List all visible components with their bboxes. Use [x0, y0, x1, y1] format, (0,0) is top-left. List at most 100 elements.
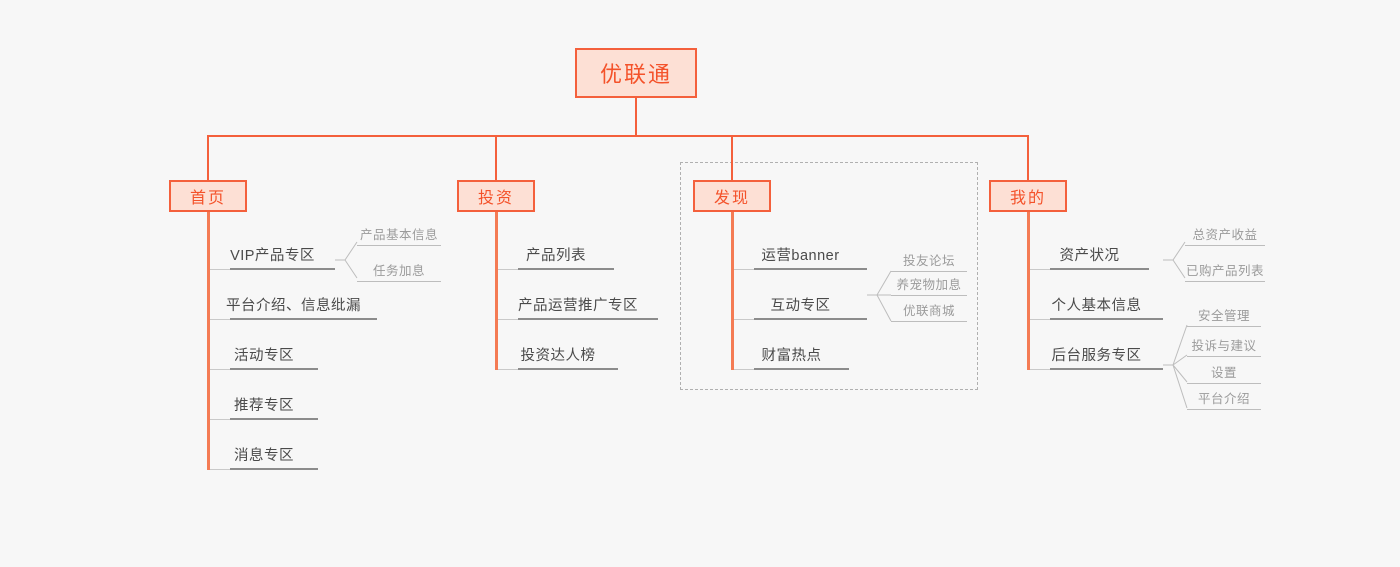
leaf-underline — [357, 281, 441, 282]
item-invest-2[interactable]: 投资达人榜 — [498, 340, 618, 370]
item-lead-line — [1030, 369, 1054, 370]
item-discover-2[interactable]: 财富热点 — [734, 340, 849, 370]
leaf-home-0-0[interactable]: 产品基本信息 — [357, 228, 441, 246]
item-discover-0[interactable]: 运营banner — [734, 240, 867, 270]
spine-mine — [1027, 212, 1030, 370]
item-label: 资产状况 — [1059, 248, 1120, 264]
fan-connector-mine-2 — [1163, 324, 1188, 409]
item-underline — [230, 418, 318, 420]
item-label: 财富热点 — [761, 348, 822, 364]
item-lead-line — [210, 269, 234, 270]
root-stem-line — [635, 98, 637, 135]
leaf-mine-2-0[interactable]: 安全管理 — [1187, 309, 1261, 327]
category-node-discover[interactable]: 发现 — [693, 180, 771, 212]
item-discover-1[interactable]: 互动专区 — [734, 290, 867, 320]
leaf-underline — [1187, 356, 1261, 357]
leaf-label: 安全管理 — [1197, 309, 1250, 323]
category-node-mine-label: 我的 — [1009, 190, 1046, 207]
item-underline — [230, 268, 335, 270]
item-underline — [518, 318, 658, 320]
item-label: 活动专区 — [234, 348, 294, 364]
category-node-discover-label: 发现 — [713, 190, 750, 207]
leaf-label: 设置 — [1210, 366, 1237, 380]
leaf-underline — [357, 245, 441, 246]
item-lead-line — [1030, 269, 1054, 270]
item-lead-line — [498, 269, 522, 270]
leaf-discover-1-0[interactable]: 投友论坛 — [891, 254, 967, 272]
fan-connector-mine-0 — [1163, 241, 1186, 279]
item-label: VIP产品专区 — [230, 248, 315, 264]
item-label: 投资达人榜 — [520, 348, 596, 364]
item-lead-line — [498, 369, 522, 370]
item-underline — [1050, 268, 1149, 270]
leaf-mine-2-1[interactable]: 投诉与建议 — [1187, 339, 1261, 357]
item-mine-0[interactable]: 资产状况 — [1030, 240, 1149, 270]
item-label: 消息专区 — [234, 448, 294, 464]
item-lead-line — [210, 319, 234, 320]
drop-line-invest — [495, 135, 497, 180]
drop-line-discover — [731, 135, 733, 180]
item-mine-1[interactable]: 个人基本信息 — [1030, 290, 1163, 320]
leaf-mine-0-0[interactable]: 总资产收益 — [1185, 228, 1265, 246]
leaf-label: 任务加息 — [372, 264, 425, 278]
item-lead-line — [734, 319, 758, 320]
category-node-home[interactable]: 首页 — [169, 180, 247, 212]
item-lead-line — [734, 269, 758, 270]
leaf-underline — [891, 271, 967, 272]
item-underline — [754, 268, 867, 270]
item-label: 平台介绍、信息纰漏 — [226, 298, 361, 314]
item-home-1[interactable]: 平台介绍、信息纰漏 — [210, 290, 377, 320]
leaf-mine-2-2[interactable]: 设置 — [1187, 366, 1261, 384]
leaf-label: 总资产收益 — [1192, 228, 1258, 242]
spine-home — [207, 212, 210, 470]
drop-line-mine — [1027, 135, 1029, 180]
category-bus-line — [208, 135, 1029, 137]
root-node-youliantong[interactable]: 优联通 — [575, 48, 697, 98]
leaf-underline — [1187, 409, 1261, 410]
item-invest-0[interactable]: 产品列表 — [498, 240, 614, 270]
item-home-0[interactable]: VIP产品专区 — [210, 240, 335, 270]
leaf-underline — [891, 295, 967, 296]
leaf-label: 平台介绍 — [1197, 392, 1250, 406]
leaf-label: 优联商城 — [902, 304, 955, 318]
leaf-underline — [1187, 326, 1261, 327]
leaf-mine-0-1[interactable]: 已购产品列表 — [1185, 264, 1265, 282]
item-label: 推荐专区 — [234, 398, 294, 414]
item-underline — [1050, 318, 1163, 320]
item-underline — [230, 318, 377, 320]
leaf-underline — [891, 321, 967, 322]
category-node-invest[interactable]: 投资 — [457, 180, 535, 212]
leaf-discover-1-2[interactable]: 优联商城 — [891, 304, 967, 322]
item-mine-2[interactable]: 后台服务专区 — [1030, 340, 1163, 370]
leaf-label: 已购产品列表 — [1185, 264, 1264, 278]
leaf-label: 养宠物加息 — [896, 278, 962, 292]
item-lead-line — [210, 419, 234, 420]
leaf-discover-1-1[interactable]: 养宠物加息 — [891, 278, 967, 296]
spine-invest — [495, 212, 498, 370]
category-node-mine[interactable]: 我的 — [989, 180, 1067, 212]
item-label: 个人基本信息 — [1051, 298, 1142, 314]
leaf-label: 产品基本信息 — [359, 228, 438, 242]
leaf-home-0-1[interactable]: 任务加息 — [357, 264, 441, 282]
item-label: 运营banner — [761, 248, 840, 264]
item-underline — [754, 368, 849, 370]
item-underline — [1050, 368, 1163, 370]
category-node-home-label: 首页 — [189, 190, 226, 207]
item-lead-line — [734, 369, 758, 370]
item-lead-line — [210, 369, 234, 370]
leaf-mine-2-3[interactable]: 平台介绍 — [1187, 392, 1261, 410]
leaf-label: 投诉与建议 — [1191, 339, 1257, 353]
item-underline — [230, 368, 318, 370]
item-underline — [754, 318, 867, 320]
item-invest-1[interactable]: 产品运营推广专区 — [498, 290, 658, 320]
item-home-2[interactable]: 活动专区 — [210, 340, 318, 370]
item-home-3[interactable]: 推荐专区 — [210, 390, 318, 420]
leaf-label: 投友论坛 — [902, 254, 955, 268]
discover-group-outline — [680, 162, 978, 390]
leaf-underline — [1185, 245, 1265, 246]
item-label: 产品列表 — [526, 248, 586, 264]
item-home-4[interactable]: 消息专区 — [210, 440, 318, 470]
fan-connector-home-0 — [335, 241, 358, 279]
item-label: 后台服务专区 — [1051, 348, 1142, 364]
